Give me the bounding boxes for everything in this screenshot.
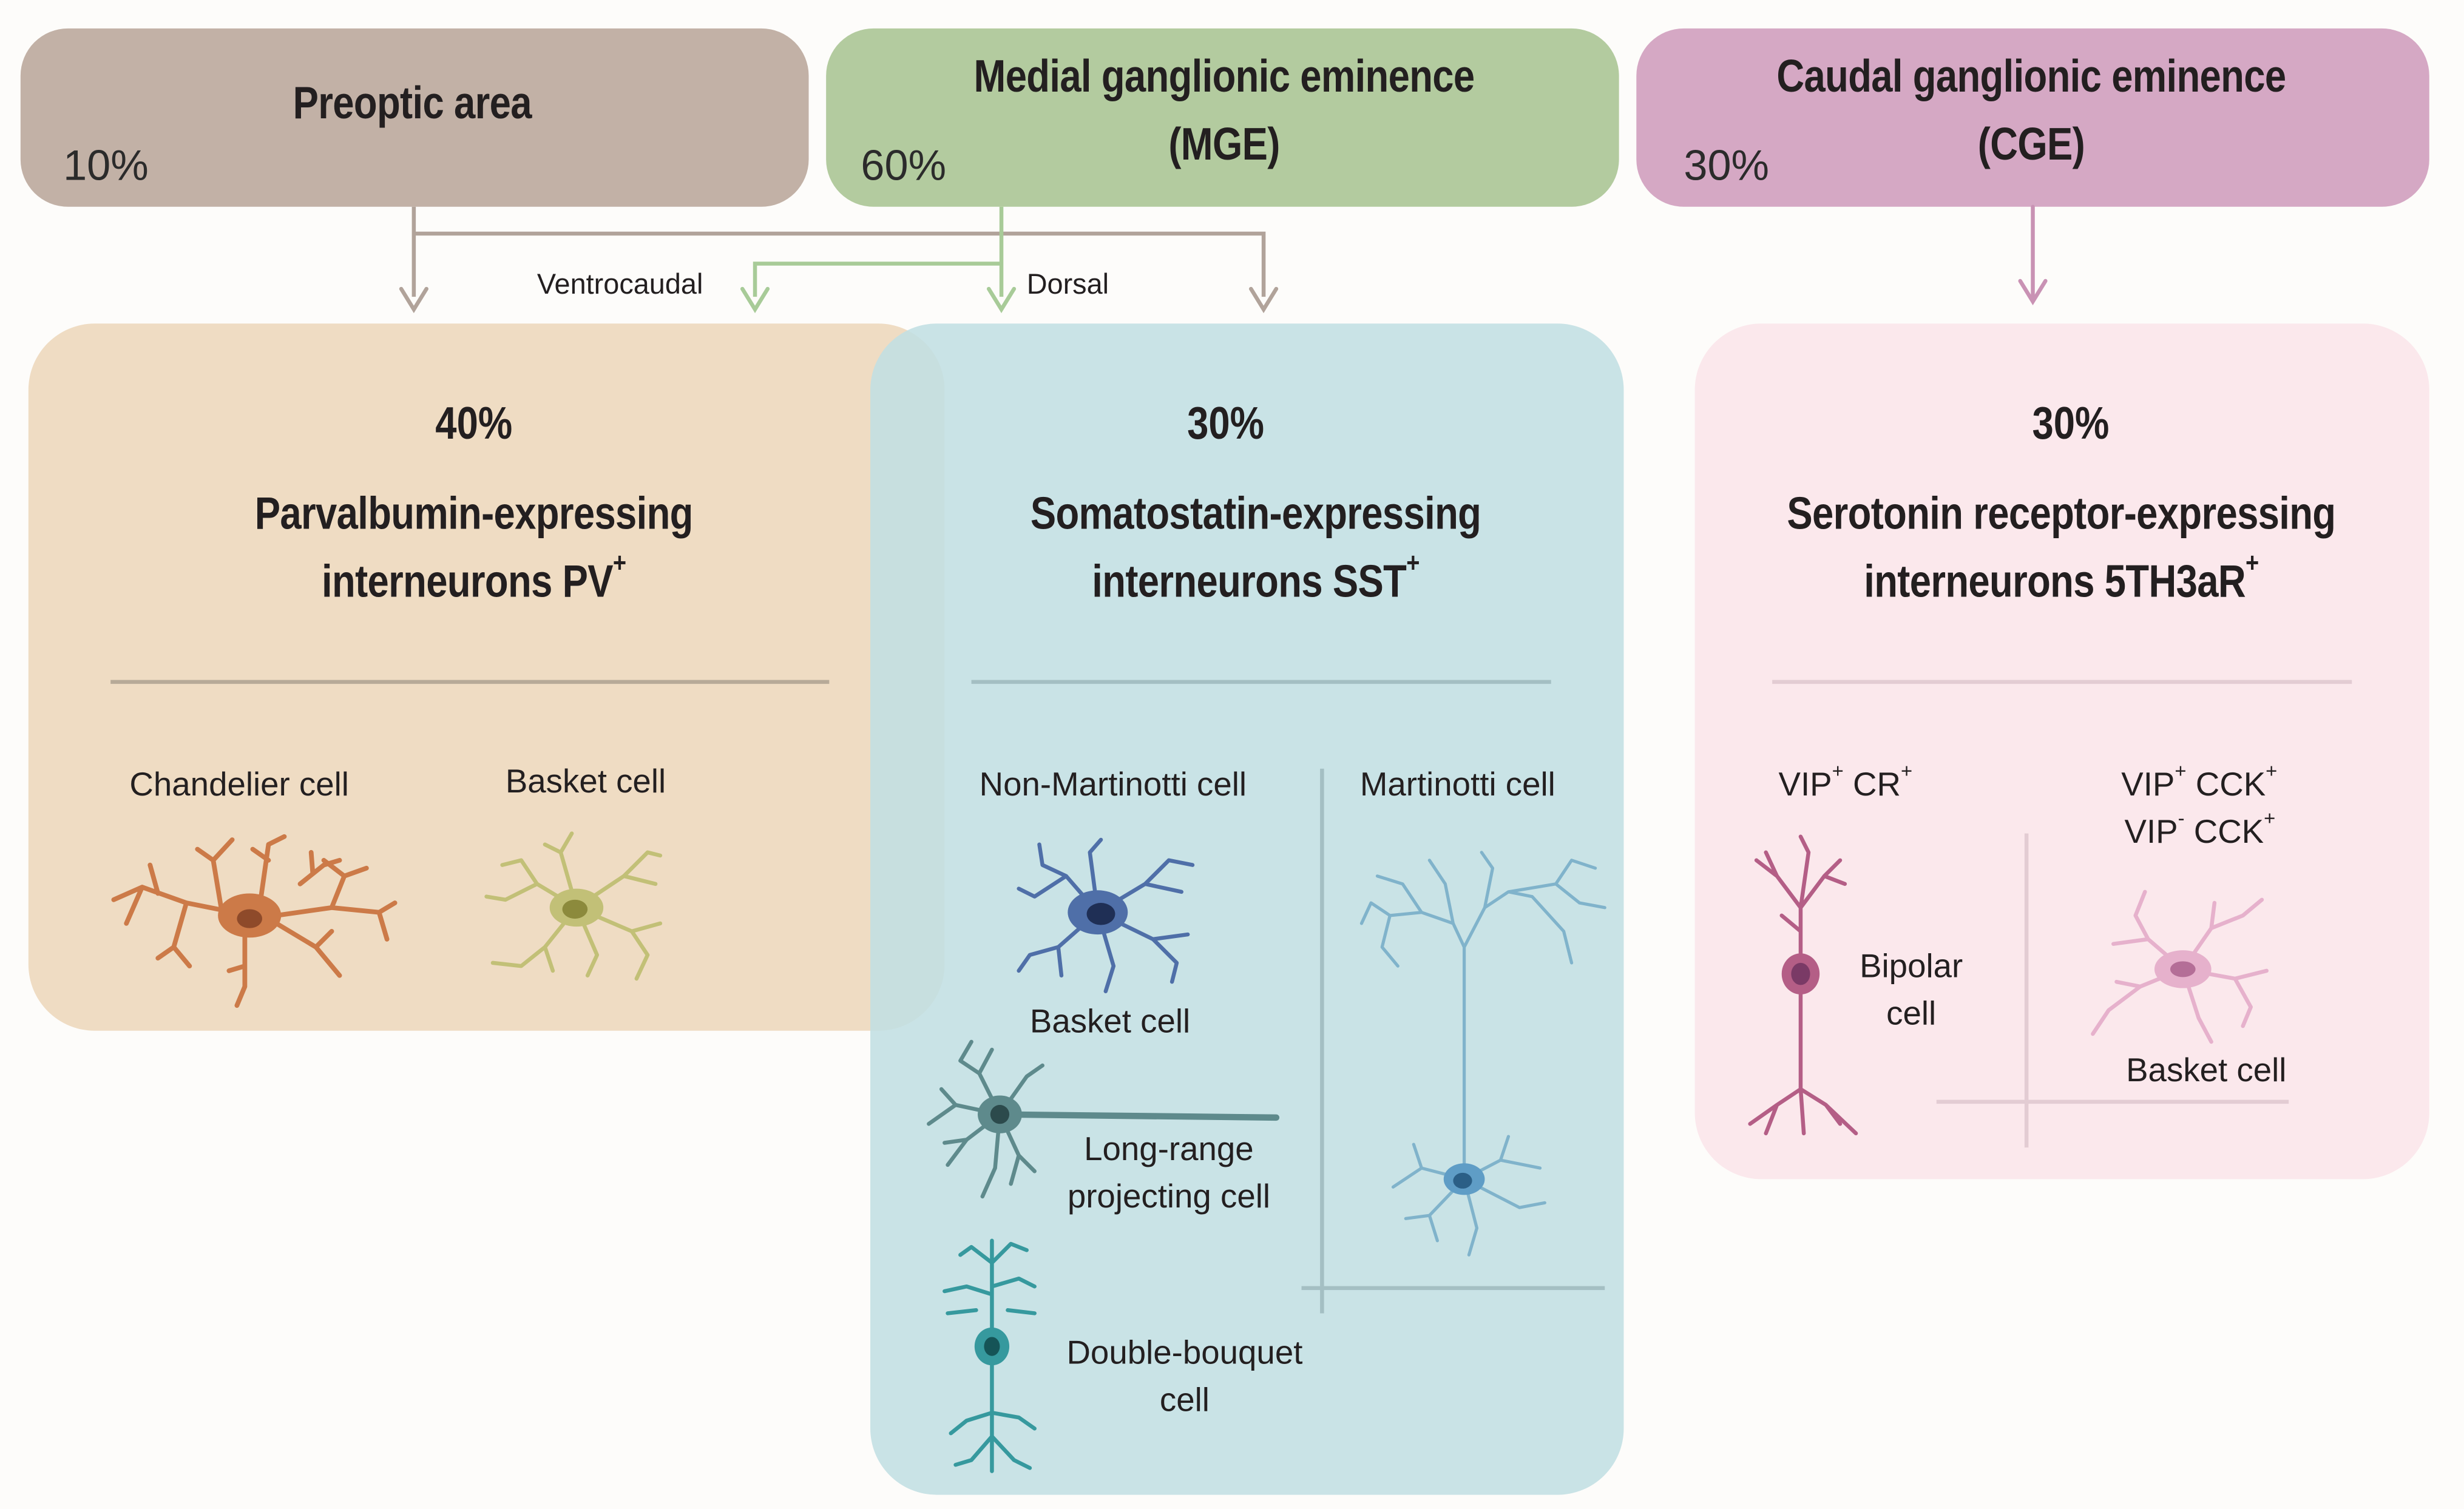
martinotti-cell-icon [1359, 851, 1606, 1257]
double-bouquet-label-line2: cell [1159, 1382, 1210, 1419]
arrowhead-icon [986, 286, 1017, 314]
long-range-label-line2: projecting cell [1067, 1179, 1271, 1216]
cge-title-line1: Caudal ganglionic eminence [1776, 52, 2286, 103]
bipolar-label-line2: cell [1886, 996, 1937, 1033]
vip-cr-label: VIP+ CR+ [1778, 760, 1913, 804]
arrowhead-icon [399, 286, 428, 314]
vip-cck-label-2: VIP- CCK+ [2124, 808, 2276, 851]
cge-basket-cell-label: Basket cell [2126, 1053, 2287, 1090]
mge-title-line1: Medial ganglionic eminence [973, 52, 1475, 103]
cge-title-line2: (CGE) [1977, 120, 2085, 170]
preoptic-area-box [20, 28, 809, 207]
martinotti-label: Martinotti cell [1359, 767, 1555, 804]
arrowhead-icon [1249, 286, 1279, 314]
non-martinotti-label: Non-Martinotti cell [979, 767, 1247, 804]
arrowhead-icon [740, 286, 770, 314]
sst-title-line1: Somatostatin-expressing [1030, 489, 1481, 540]
preoptic-percent: 10% [63, 142, 149, 190]
ventrocaudal-label: Ventrocaudal [536, 268, 703, 300]
double-bouquet-cell-icon [943, 1238, 1037, 1473]
pv-title-line1: Parvalbumin-expressing [254, 489, 694, 540]
serotonin-group-box [1694, 323, 2429, 1180]
chandelier-cell-label: Chandelier cell [129, 767, 349, 804]
chandelier-cell-icon [111, 834, 398, 1008]
pv-title-line2: interneurons PV+ [322, 547, 626, 608]
dorsal-label: Dorsal [1026, 268, 1109, 300]
mge-arrows [753, 206, 1004, 297]
serotonin-title-line2: interneurons 5TH3aR+ [1864, 547, 2259, 608]
preoptic-title: Preoptic area [293, 79, 532, 130]
bipolar-cell-label: Bipolar cell [1832, 944, 1990, 1039]
serotonin-percent: 30% [2032, 399, 2110, 450]
vip-cck-label-1: VIP+ CCK+ [2121, 760, 2278, 804]
mge-title-line2: (MGE) [1168, 120, 1280, 170]
bipolar-cell-icon [1748, 834, 1858, 1136]
cge-arrow [2018, 204, 2048, 306]
preoptic-arrows [411, 206, 1266, 297]
long-range-label-line1: Long-range [1084, 1132, 1254, 1169]
bipolar-label-line1: Bipolar [1860, 948, 1963, 985]
sst-title-line2: interneurons SST+ [1092, 547, 1420, 608]
arrowhead-icon [2018, 279, 2048, 306]
double-bouquet-label-line1: Double-bouquet [1066, 1335, 1303, 1372]
sst-basket-cell-label: Basket cell [1029, 1004, 1191, 1041]
pv-percent: 40% [435, 399, 513, 450]
cge-box [1636, 28, 2429, 207]
mge-percent: 60% [861, 142, 947, 190]
long-range-label: Long-range projecting cell [1027, 1127, 1311, 1221]
cge-basket-cell-icon [2091, 890, 2269, 1044]
sst-group-box [870, 323, 1624, 1495]
serotonin-title-line1: Serotonin receptor-expressing [1787, 489, 2336, 540]
double-bouquet-label: Double-bouquet cell [1043, 1331, 1327, 1425]
cge-percent: 30% [1684, 142, 1770, 190]
mge-box [826, 28, 1619, 207]
pv-basket-cell-label: Basket cell [505, 764, 666, 800]
sst-percent: 30% [1187, 399, 1265, 450]
